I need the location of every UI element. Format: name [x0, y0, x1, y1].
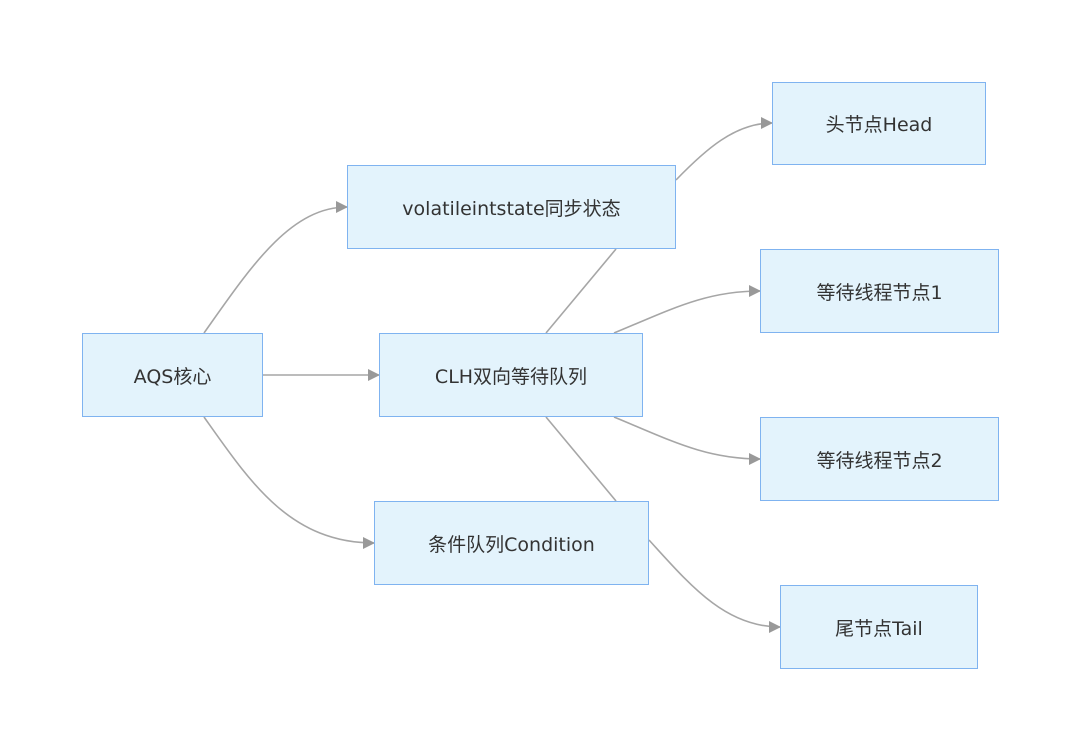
node-tail: 尾节点Tail [780, 585, 978, 669]
edge-clh-to-waiter1 [613, 285, 761, 334]
edge-clh-to-waiter2 [613, 416, 761, 465]
node-condition-queue: 条件队列Condition [374, 501, 649, 585]
node-head: 头节点Head [772, 82, 986, 165]
node-clh-queue: CLH双向等待队列 [379, 333, 643, 417]
node-volatile-state: volatileintstate同步状态 [347, 165, 676, 249]
edge-clh-condition-link [545, 416, 617, 502]
node-waiter-2: 等待线程节点2 [760, 417, 999, 501]
edge-state-to-head [675, 117, 773, 181]
edge-aqs-to-condition [203, 416, 375, 549]
edge-aqs-to-state [203, 201, 348, 334]
node-aqs-core: AQS核心 [82, 333, 263, 417]
edge-condition-to-tail [648, 539, 781, 633]
edge-state-clh-link [545, 248, 617, 334]
node-waiter-1: 等待线程节点1 [760, 249, 999, 333]
